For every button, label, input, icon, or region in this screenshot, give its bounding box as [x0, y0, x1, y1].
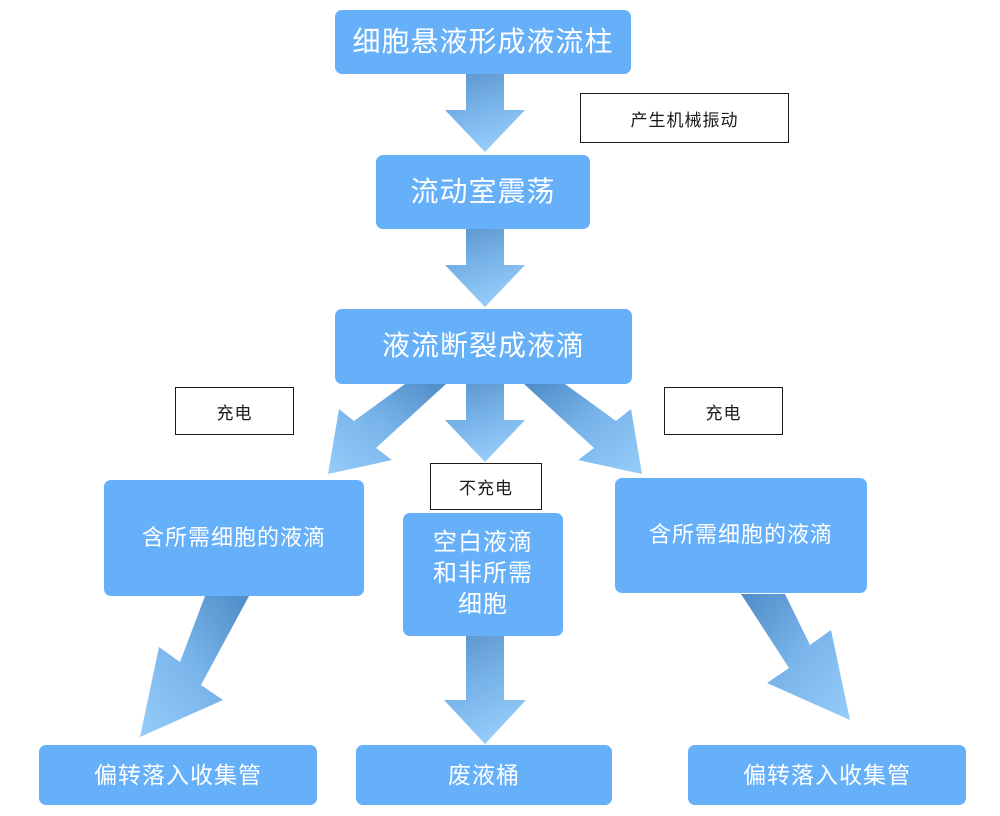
label-charge-left[interactable]: 充电 — [175, 387, 294, 435]
node-stream-breaks-droplets[interactable]: 液流断裂成液滴 — [335, 309, 632, 384]
node-stream-formation[interactable]: 细胞悬液形成液流柱 — [335, 10, 631, 74]
arrow-breakup-to-left-droplet — [328, 384, 446, 474]
arrow-middle-droplet-to-waste — [444, 636, 526, 744]
arrow-right-droplet-to-collection — [741, 594, 850, 720]
arrow-flowcell-to-breakup — [445, 229, 525, 307]
node-collection-tube-right[interactable]: 偏转落入收集管 — [688, 745, 966, 805]
label-no-charge-middle[interactable]: 不充电 — [430, 463, 542, 510]
arrow-stream-to-flowcell — [445, 74, 525, 152]
node-flow-cell-vibration[interactable]: 流动室震荡 — [376, 155, 590, 229]
arrow-breakup-to-middle-droplet — [445, 384, 525, 462]
node-collection-tube-left[interactable]: 偏转落入收集管 — [39, 745, 317, 805]
node-droplet-blank-middle[interactable]: 空白液滴 和非所需 细胞 — [403, 513, 563, 636]
node-droplet-with-cells-left[interactable]: 含所需细胞的液滴 — [104, 480, 364, 596]
label-mechanical-vibration[interactable]: 产生机械振动 — [580, 93, 789, 143]
label-charge-right[interactable]: 充电 — [664, 387, 783, 435]
node-droplet-with-cells-right[interactable]: 含所需细胞的液滴 — [615, 478, 867, 593]
arrow-left-droplet-to-collection — [140, 596, 249, 737]
arrow-breakup-to-right-droplet — [524, 384, 642, 474]
node-waste-container[interactable]: 废液桶 — [356, 745, 612, 805]
